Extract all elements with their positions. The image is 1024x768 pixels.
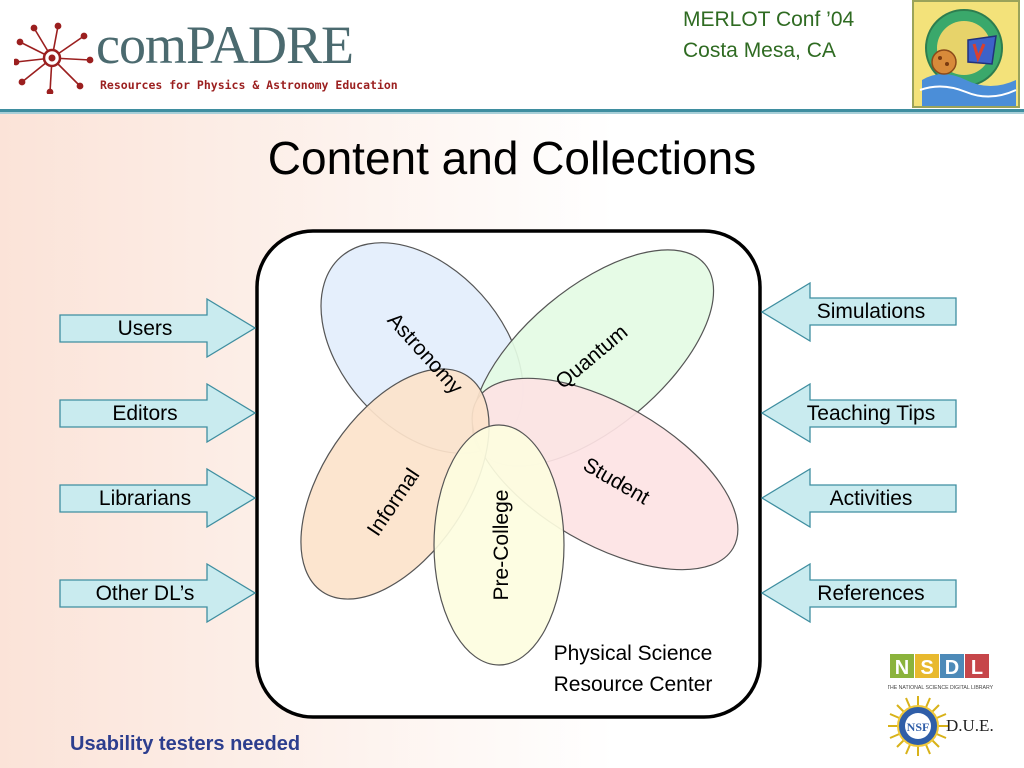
left-input-label-editors: Editors [112,402,178,425]
left-input-arrow-librarians [59,467,257,529]
merlot-conference-badge [912,0,1020,108]
header-divider-light [0,112,1024,114]
svg-text:THE NATIONAL SCIENCE DIGITAL L: THE NATIONAL SCIENCE DIGITAL LIBRARY [888,685,994,691]
petal-label-pre-college: Pre-College [490,490,513,601]
right-input-label-references: References [817,582,925,605]
right-input-label-simulations: Simulations [816,300,926,323]
conference-info: MERLOT Conf ’04 Costa Mesa, CA [683,4,854,66]
nsf-logo: NSF [888,696,948,756]
right-input-label-teaching-tips: Teaching Tips [806,402,936,425]
compadre-logo-mark [14,22,94,94]
right-input-arrow-simulations [760,281,957,343]
conference-name: MERLOT Conf ’04 [683,8,855,31]
center-caption-line-1: Physical Science [553,642,713,665]
left-input-label-other-dls: Other DL’s [95,582,195,605]
center-caption-line-2: Resource Center [553,673,713,696]
right-input-label-activities: Activities [829,487,913,510]
svg-text:N: N [895,657,909,679]
header [0,0,1024,108]
conference-location: Costa Mesa, CA [683,39,836,62]
left-input-arrow-editors [59,382,257,444]
right-input-arrow-activities [760,467,957,529]
header-divider [0,109,1024,112]
svg-text:L: L [971,657,983,679]
left-input-arrow-other-dls [59,562,257,624]
nsf-due-caption: D.U.E. [946,716,994,735]
footer-note: Usability testers needed [70,733,301,755]
svg-text:NSF: NSF [907,720,930,734]
left-input-label-users: Users [117,317,173,340]
slide-title: Content and Collections [267,132,757,184]
right-input-arrow-teaching-tips [760,382,957,444]
svg-text:D: D [945,657,959,679]
svg-text:S: S [920,657,933,679]
compadre-logo-tagline: Resources for Physics & Astronomy Educat… [100,78,398,92]
right-input-arrow-references [760,562,957,624]
compadre-logo-text: comPADRE [96,15,354,75]
left-input-label-librarians: Librarians [98,487,192,510]
left-input-arrow-users [59,297,257,359]
center-caption: Physical Science Resource Center [528,638,738,700]
petal-pre-college [433,424,565,666]
